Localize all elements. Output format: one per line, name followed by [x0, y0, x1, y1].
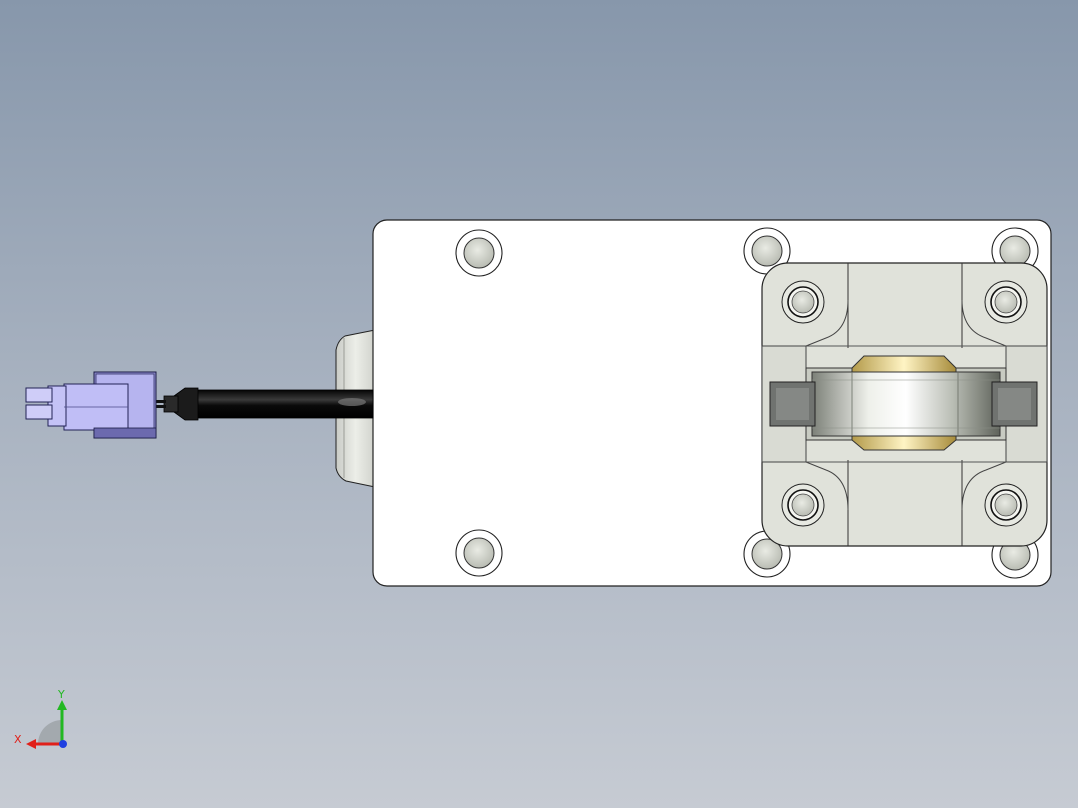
x-axis-arrowhead	[26, 739, 36, 749]
y-axis-label: Y	[57, 688, 65, 701]
triad-arc	[38, 720, 62, 744]
cable	[194, 389, 374, 419]
orientation-triad[interactable]: X Y	[12, 688, 82, 758]
cable-strain-relief	[163, 387, 199, 421]
housing-screw	[984, 483, 1028, 527]
x-axis-label: X	[14, 733, 22, 746]
y-axis-arrowhead	[57, 700, 67, 710]
bearing-window	[805, 355, 1007, 451]
body-mount-hole	[455, 529, 503, 577]
housing-screw	[984, 280, 1028, 324]
side-key-left	[769, 381, 816, 427]
cable-connector	[25, 371, 157, 439]
housing-screw	[781, 483, 825, 527]
z-axis-dot	[59, 740, 67, 748]
body-mount-hole	[455, 229, 503, 277]
housing-screw	[781, 280, 825, 324]
side-key-right	[991, 381, 1038, 427]
